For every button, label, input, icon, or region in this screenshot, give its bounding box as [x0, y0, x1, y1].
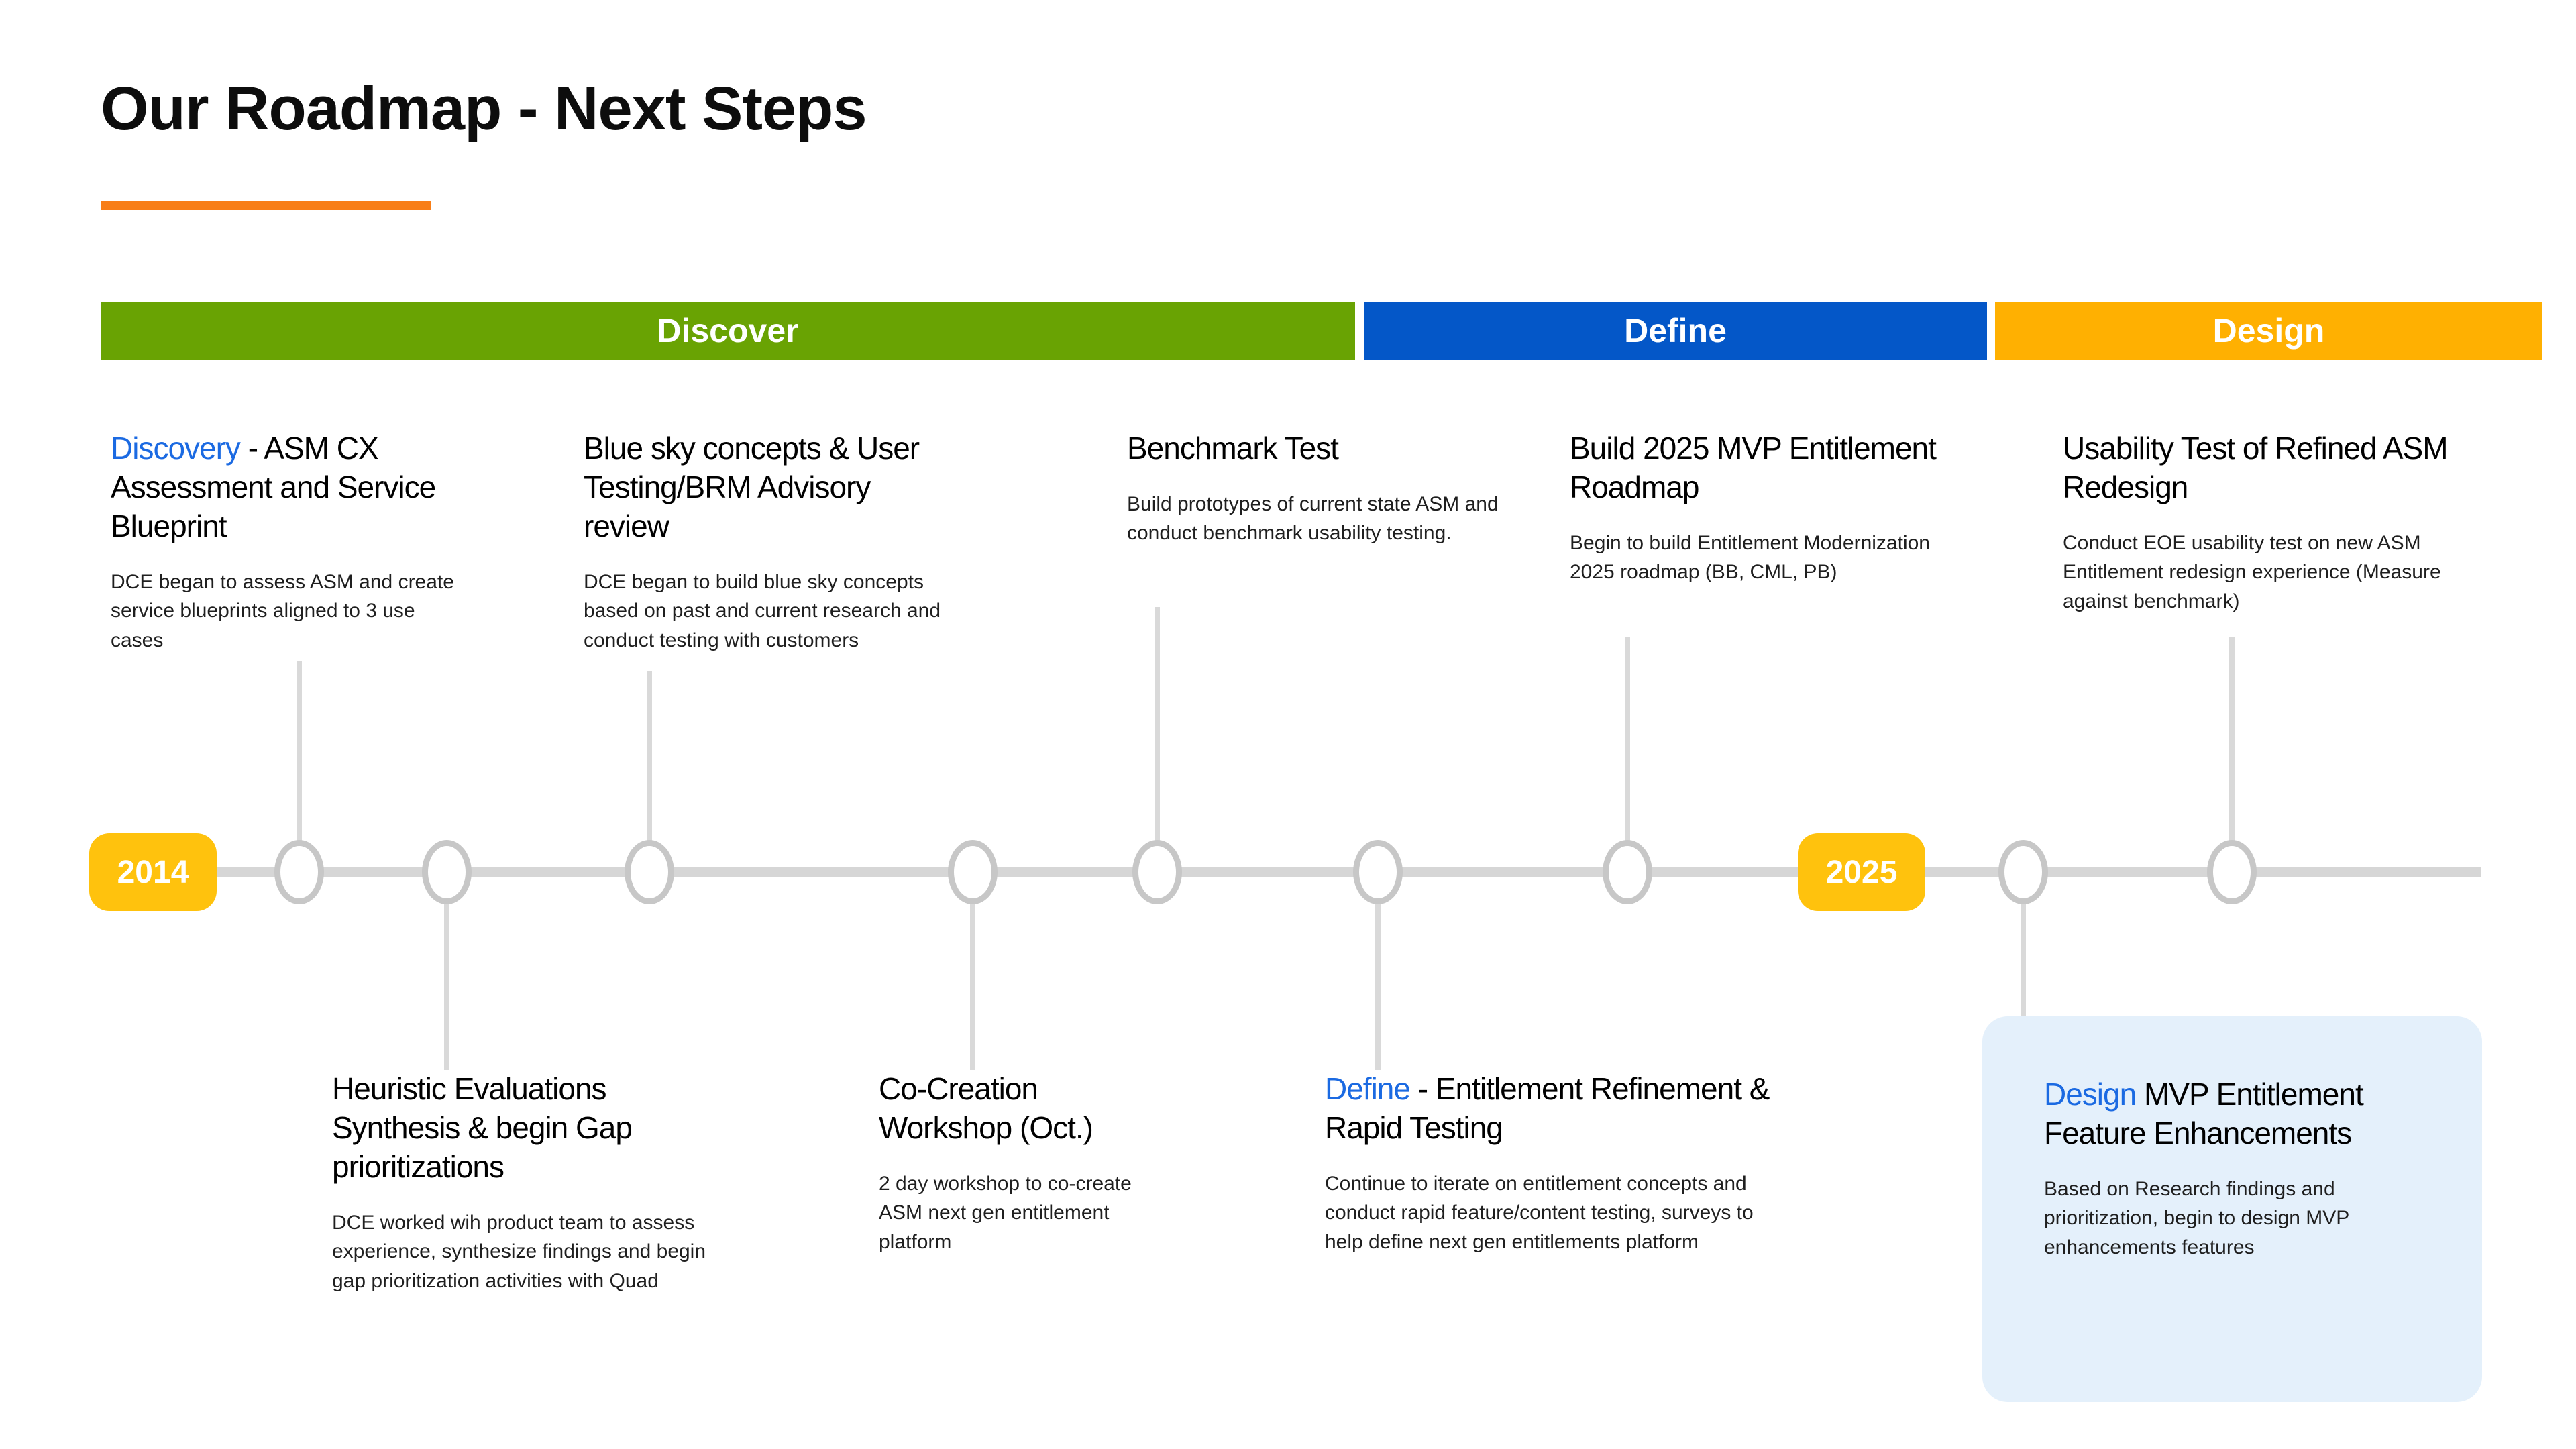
- timeline-node: [1132, 840, 1182, 904]
- page-title: Our Roadmap - Next Steps: [101, 74, 867, 143]
- highlight-box: Design MVP Entitlement Feature Enhanceme…: [1982, 1016, 2482, 1402]
- timeline-node: [2207, 840, 2257, 904]
- year-badge-2025: 2025: [1798, 833, 1925, 911]
- timeline-node: [422, 840, 472, 904]
- milestone-heuristic-evaluations: Heuristic Evaluations Synthesis & begin …: [332, 1070, 708, 1295]
- timeline-connector: [297, 661, 302, 843]
- milestone-heading: Define - Entitlement Refinement & Rapid …: [1325, 1070, 1794, 1148]
- timeline-node: [1353, 840, 1403, 904]
- milestone-discovery: Discovery - ASM CX Assessment and Servic…: [111, 429, 460, 655]
- year-badge-2014: 2014: [89, 833, 217, 911]
- milestone-heading-text: Heuristic Evaluations Synthesis & begin …: [332, 1071, 633, 1184]
- milestone-usability-test: Usability Test of Refined ASM Redesign C…: [2063, 429, 2499, 616]
- milestone-heading: Discovery - ASM CX Assessment and Servic…: [111, 429, 460, 546]
- milestone-build-2025-roadmap: Build 2025 MVP Entitlement Roadmap Begin…: [1570, 429, 1959, 587]
- milestone-heading: Co-Creation Workshop (Oct.): [879, 1070, 1174, 1148]
- milestone-heading-accent: Design: [2044, 1077, 2137, 1112]
- milestone-heading-text: Co-Creation Workshop (Oct.): [879, 1071, 1093, 1145]
- milestone-body: DCE began to build blue sky concepts bas…: [584, 570, 941, 651]
- milestone-design-mvp: Design MVP Entitlement Feature Enhanceme…: [2044, 1075, 2383, 1262]
- timeline-node: [1998, 840, 2048, 904]
- timeline-node: [625, 840, 674, 904]
- timeline-connector: [2229, 637, 2235, 843]
- milestone-heading: Usability Test of Refined ASM Redesign: [2063, 429, 2499, 507]
- milestone-heading-text: Blue sky concepts & User Testing/BRM Adv…: [584, 431, 920, 543]
- milestone-heading-text: MVP Entitlement Feature Enhancements: [2044, 1077, 2364, 1150]
- timeline-connector: [444, 902, 449, 1070]
- timeline-node: [948, 840, 998, 904]
- milestone-heading: Heuristic Evaluations Synthesis & begin …: [332, 1070, 708, 1187]
- title-underline: [101, 201, 431, 210]
- milestone-heading-text: Build 2025 MVP Entitlement Roadmap: [1570, 431, 1937, 504]
- timeline-connector: [1375, 902, 1381, 1070]
- milestone-co-creation-workshop: Co-Creation Workshop (Oct.) 2 day worksh…: [879, 1070, 1174, 1256]
- phase-define: Define: [1364, 302, 1987, 360]
- milestone-body: DCE worked wih product team to assess ex…: [332, 1211, 706, 1292]
- milestone-define-refinement: Define - Entitlement Refinement & Rapid …: [1325, 1070, 1794, 1256]
- milestone-body: Begin to build Entitlement Modernization…: [1570, 531, 1930, 584]
- milestone-body: Conduct EOE usability test on new ASM En…: [2063, 531, 2441, 612]
- timeline-connector: [2021, 902, 2026, 1016]
- phase-design: Design: [1995, 302, 2542, 360]
- milestone-heading-text: Usability Test of Refined ASM Redesign: [2063, 431, 2449, 504]
- milestone-benchmark-test: Benchmark Test Build prototypes of curre…: [1127, 429, 1513, 548]
- milestone-body: DCE began to assess ASM and create servi…: [111, 570, 454, 651]
- timeline-node: [1603, 840, 1652, 904]
- milestone-heading: Design MVP Entitlement Feature Enhanceme…: [2044, 1075, 2383, 1153]
- phase-design-label: Design: [2212, 312, 2325, 350]
- milestone-heading: Blue sky concepts & User Testing/BRM Adv…: [584, 429, 946, 546]
- milestone-body: Based on Research findings and prioritiz…: [2044, 1177, 2349, 1258]
- timeline-connector: [970, 902, 975, 1070]
- timeline-connector: [1155, 607, 1160, 843]
- milestone-heading-text: - ASM CX Assessment and Service Blueprin…: [111, 431, 436, 543]
- milestone-heading-accent: Define: [1325, 1071, 1411, 1106]
- milestone-heading-text: - Entitlement Refinement & Rapid Testing: [1325, 1071, 1770, 1145]
- milestone-body: Continue to iterate on entitlement conce…: [1325, 1172, 1754, 1253]
- milestone-heading: Build 2025 MVP Entitlement Roadmap: [1570, 429, 1959, 507]
- milestone-heading-text: Benchmark Test: [1127, 431, 1339, 466]
- phase-discover: Discover: [101, 302, 1355, 360]
- timeline-node: [274, 840, 324, 904]
- phase-discover-label: Discover: [657, 312, 799, 350]
- phase-define-label: Define: [1624, 312, 1727, 350]
- milestone-body: 2 day workshop to co-create ASM next gen…: [879, 1172, 1132, 1253]
- year-badge-label: 2025: [1825, 854, 1898, 890]
- milestone-body: Build prototypes of current state ASM an…: [1127, 492, 1499, 545]
- timeline-connector: [1625, 637, 1630, 843]
- milestone-heading-accent: Discovery: [111, 431, 241, 466]
- milestone-blue-sky: Blue sky concepts & User Testing/BRM Adv…: [584, 429, 946, 655]
- milestone-heading: Benchmark Test: [1127, 429, 1513, 468]
- year-badge-label: 2014: [117, 854, 189, 890]
- timeline-connector: [647, 671, 652, 843]
